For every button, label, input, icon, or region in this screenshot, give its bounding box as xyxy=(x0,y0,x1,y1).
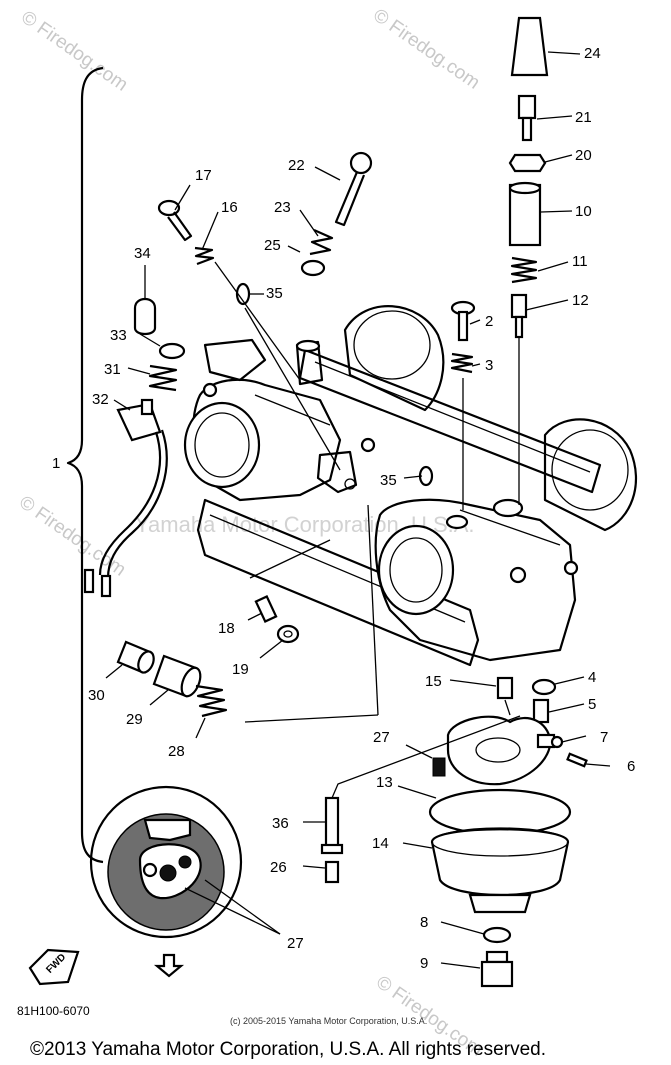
part-11-spring xyxy=(510,256,538,284)
part-24-cap xyxy=(510,16,549,77)
forward-arrow-icon: FWD xyxy=(28,948,80,986)
callout-10: 10 xyxy=(575,203,592,220)
callout-18: 18 xyxy=(218,620,235,637)
callout-labels: 24 21 20 10 11 12 2 3 22 23 25 35 17 16 … xyxy=(52,45,635,972)
callout-27b: 27 xyxy=(287,935,304,952)
part-30-sleeve xyxy=(116,640,155,674)
part-17-screw xyxy=(157,199,193,242)
inset-detail-view xyxy=(89,785,243,939)
part-29-sleeve xyxy=(152,654,202,698)
part-35-plug-top xyxy=(235,282,251,306)
callout-30: 30 xyxy=(88,687,105,704)
callout-19: 19 xyxy=(232,661,249,678)
part-7-fitting xyxy=(536,733,564,749)
callout-1: 1 xyxy=(52,455,60,472)
callout-22: 22 xyxy=(288,157,305,174)
diagram-code: 81H100-6070 xyxy=(17,1004,90,1018)
callout-6: 6 xyxy=(627,758,635,775)
callout-35b: 35 xyxy=(380,472,397,489)
callout-27a: 27 xyxy=(373,729,390,746)
part-12-needle xyxy=(510,293,528,505)
part-36-jet xyxy=(320,796,344,855)
callout-11: 11 xyxy=(572,253,588,270)
part-31-spring xyxy=(148,364,178,392)
footer-copyright: ©2013 Yamaha Motor Corporation, U.S.A. A… xyxy=(30,1039,546,1060)
callout-28: 28 xyxy=(168,743,185,760)
callout-9: 9 xyxy=(420,955,428,972)
part-19-washer xyxy=(276,624,300,644)
callout-17: 17 xyxy=(195,167,212,184)
part-18-pin xyxy=(254,595,278,623)
callout-21: 21 xyxy=(575,109,592,126)
part-2-screw xyxy=(450,300,476,342)
callout-7: 7 xyxy=(600,729,608,746)
part-22-screw xyxy=(334,151,373,227)
part-5-jet xyxy=(532,698,550,724)
callout-14: 14 xyxy=(372,835,389,852)
callout-36: 36 xyxy=(272,815,289,832)
part-26-jet xyxy=(324,860,340,884)
part-23-spring xyxy=(309,228,334,256)
callout-3: 3 xyxy=(485,357,493,374)
callout-8: 8 xyxy=(420,914,428,931)
callout-20: 20 xyxy=(575,147,592,164)
part-33-washer xyxy=(158,342,186,360)
part-13-float xyxy=(446,715,552,786)
callout-12: 12 xyxy=(572,292,589,309)
part-20-nut xyxy=(508,153,547,173)
part-3-spring xyxy=(450,352,474,374)
part-28-spring xyxy=(195,684,228,718)
leader-lines xyxy=(105,51,611,969)
callout-2: 2 xyxy=(485,313,493,330)
callout-15: 15 xyxy=(425,673,442,690)
callout-23: 23 xyxy=(274,199,291,216)
part-16-spring xyxy=(194,246,215,266)
down-arrow-icon xyxy=(153,953,185,978)
watermark-top-right: © Firedog.com xyxy=(369,5,483,94)
callout-13: 13 xyxy=(376,774,393,791)
callout-16: 16 xyxy=(221,199,238,216)
part-6-pin xyxy=(566,752,588,768)
callout-4: 4 xyxy=(588,669,596,686)
callout-34: 34 xyxy=(134,245,151,262)
callout-31: 31 xyxy=(104,361,121,378)
part-9-drain-plug xyxy=(480,950,514,988)
watermark-mid-left: © Firedog.com xyxy=(15,492,129,581)
part-15-jet xyxy=(496,676,514,700)
part-32-sensor xyxy=(83,398,168,598)
assembly-bracket xyxy=(66,66,104,864)
part-14-float-bowl xyxy=(428,788,572,914)
part-25-washer xyxy=(300,259,326,277)
part-4-nut xyxy=(531,678,557,696)
part-8-washer xyxy=(482,926,512,944)
part-10-cylinder xyxy=(508,181,542,247)
watermark-top-left: © Firedog.com xyxy=(17,7,131,96)
small-copyright: (c) 2005-2015 Yamaha Motor Corporation, … xyxy=(230,1016,427,1026)
callout-35a: 35 xyxy=(266,285,283,302)
callout-29: 29 xyxy=(126,711,143,728)
part-34-cap xyxy=(133,297,157,336)
part-21-fitting xyxy=(517,94,537,142)
callout-25: 25 xyxy=(264,237,281,254)
part-27-needle-valve xyxy=(405,744,446,777)
callout-5: 5 xyxy=(588,696,596,713)
callout-32: 32 xyxy=(92,391,109,408)
callout-26: 26 xyxy=(270,859,287,876)
callout-24: 24 xyxy=(584,45,601,62)
carburetor-body xyxy=(183,305,638,667)
callout-33: 33 xyxy=(110,327,127,344)
